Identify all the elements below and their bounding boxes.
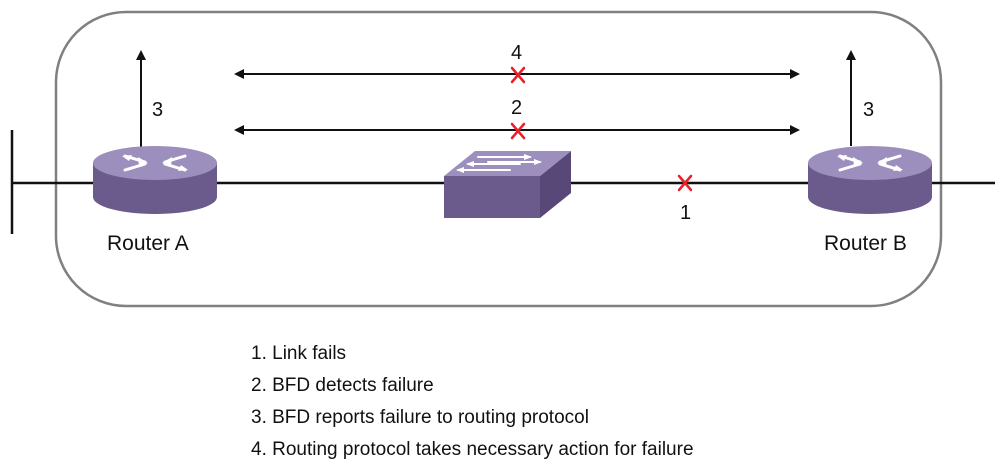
router-b-label: Router B <box>824 232 907 255</box>
session-arrow-top-number: 4 <box>511 42 523 64</box>
router-a-label: Router A <box>107 232 189 255</box>
report-arrow-left-number: 3 <box>152 99 164 121</box>
failure-mark-link <box>677 174 693 192</box>
report-arrow-right-number: 3 <box>863 99 875 121</box>
legend-item-4: 4. Routing protocol takes necessary acti… <box>251 439 694 460</box>
network-enclosure <box>54 10 943 308</box>
router-a-icon <box>93 146 217 214</box>
failure-mark-middle <box>510 122 526 140</box>
legend: 1. Link fails 2. BFD detects failure 3. … <box>251 338 694 466</box>
legend-item-3: 3. BFD reports failure to routing protoc… <box>251 407 589 428</box>
switch-icon <box>444 151 571 218</box>
router-b-icon <box>808 146 932 214</box>
legend-item-1: 1. Link fails <box>251 343 347 364</box>
failure-mark-top <box>510 66 526 84</box>
link-failure-number: 1 <box>680 202 692 224</box>
session-arrow-bottom-number: 2 <box>511 97 523 119</box>
legend-item-2: 2. BFD detects failure <box>251 375 434 396</box>
